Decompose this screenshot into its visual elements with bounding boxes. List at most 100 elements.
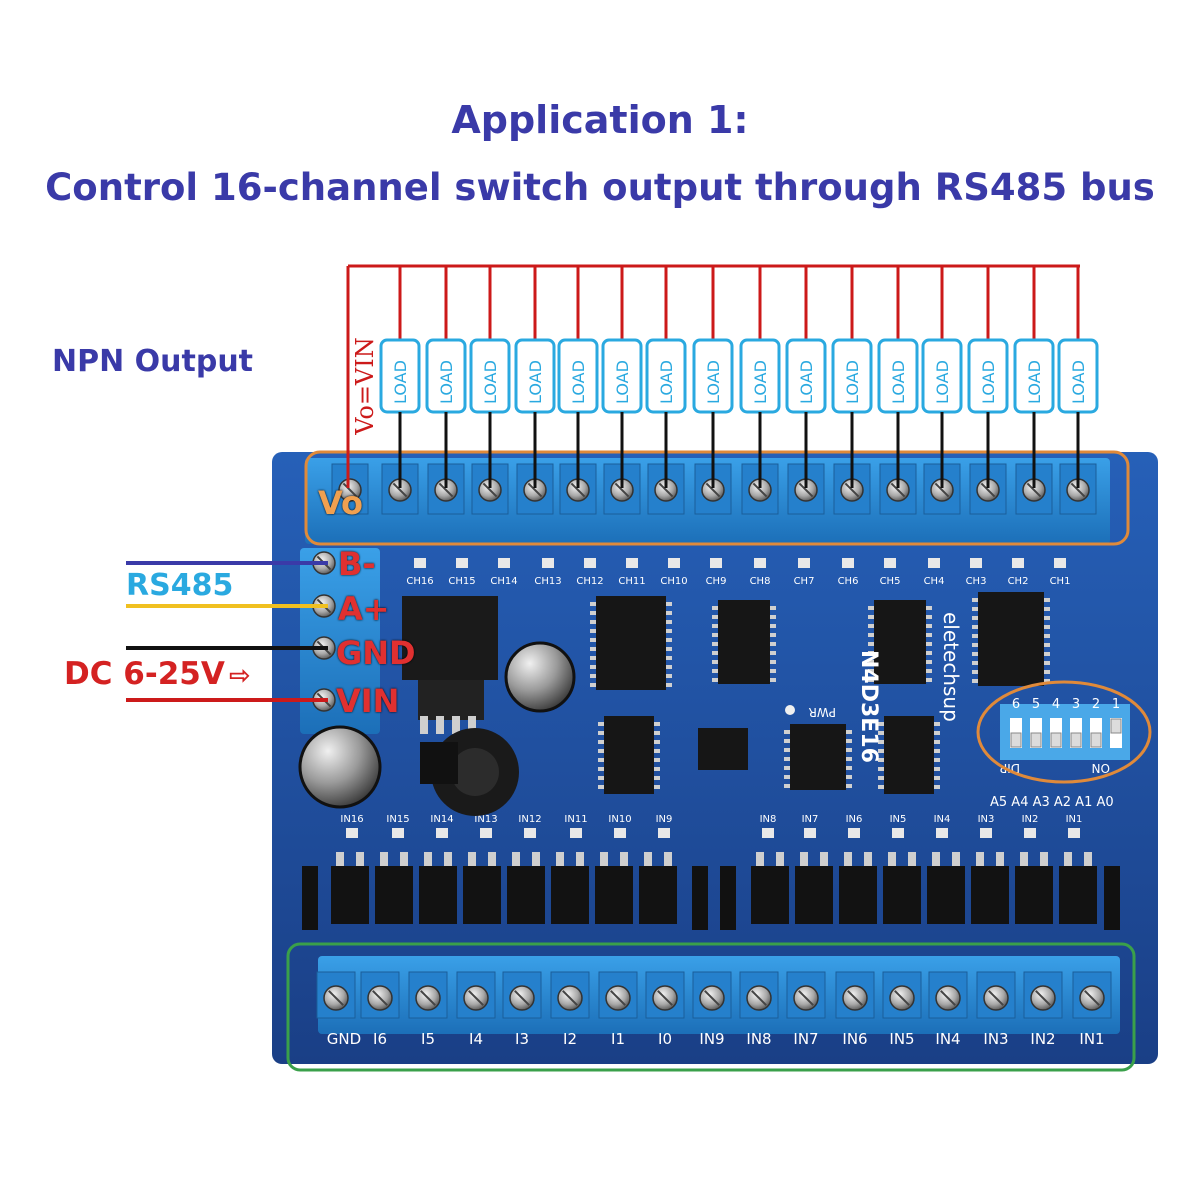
dip-number: 4: [1052, 697, 1060, 712]
channel-led-label: CH2: [1008, 576, 1029, 587]
dip-number: 1: [1112, 697, 1120, 712]
vin-label: VIN: [336, 682, 400, 720]
dip-toggle: [1070, 732, 1082, 748]
dc-label: DC 6-25V⇨: [64, 656, 251, 692]
bottom-terminal-label: IN9: [699, 1030, 724, 1048]
bottom-terminal-label: IN6: [842, 1030, 867, 1048]
input-led-label: IN8: [760, 814, 777, 825]
load-label: LOAD: [569, 360, 588, 404]
channel-led: [798, 558, 810, 568]
capacitor-2: [300, 727, 380, 807]
input-led: [658, 828, 670, 838]
load-label: LOAD: [843, 360, 862, 404]
bottom-terminal-label: I6: [373, 1030, 387, 1048]
channel-led: [414, 558, 426, 568]
optocoupler: [639, 866, 677, 924]
resistor-array: [302, 866, 318, 930]
arrow-icon: ⇨: [228, 661, 251, 691]
dip-number: 5: [1032, 697, 1040, 712]
channel-led-label: CH8: [750, 576, 771, 587]
dip-toggle: [1030, 732, 1042, 748]
input-led: [762, 828, 774, 838]
channel-led-label: CH1: [1050, 576, 1071, 587]
input-led-label: IN7: [802, 814, 819, 825]
input-led: [570, 828, 582, 838]
dip-number: 3: [1072, 697, 1080, 712]
load-label: LOAD: [437, 360, 456, 404]
bottom-terminal-label: I4: [469, 1030, 483, 1048]
channel-led-label: CH6: [838, 576, 859, 587]
resistor-array: [692, 866, 708, 930]
input-led: [480, 828, 492, 838]
brand-text: eletechsup: [939, 612, 963, 722]
capacitor-1: [506, 643, 574, 711]
dip-toggle: [1110, 718, 1122, 734]
channel-led: [626, 558, 638, 568]
optocoupler-row: [302, 852, 1120, 930]
regulator-chip: [402, 596, 498, 680]
input-led-label: IN11: [564, 814, 587, 825]
input-led: [614, 828, 626, 838]
bottom-terminal-label: IN7: [793, 1030, 818, 1048]
channel-led-label: CH16: [406, 576, 433, 587]
address-labels: A5 A4 A3 A2 A1 A0: [990, 795, 1114, 810]
optocoupler: [927, 866, 965, 924]
input-led-label: IN3: [978, 814, 995, 825]
load-label: LOAD: [613, 360, 632, 404]
ic-group: [596, 592, 1044, 794]
channel-led-label: CH3: [966, 576, 987, 587]
optocoupler: [419, 866, 457, 924]
input-led: [848, 828, 860, 838]
bottom-terminal-label: I2: [563, 1030, 577, 1048]
optocoupler: [551, 866, 589, 924]
bottom-terminal-label: IN4: [935, 1030, 960, 1048]
optocoupler: [375, 866, 413, 924]
load-label: LOAD: [979, 360, 998, 404]
channel-led: [584, 558, 596, 568]
optocoupler: [1015, 866, 1053, 924]
input-led: [436, 828, 448, 838]
load-wiring: LOAD LOAD LOAD LOAD LOAD LOAD LOAD LOAD LOAD LOAD…: [346, 264, 1099, 488]
input-led-label: IN5: [890, 814, 907, 825]
input-led-label: IN4: [934, 814, 951, 825]
bottom-terminal-label: IN8: [746, 1030, 771, 1048]
channel-led: [542, 558, 554, 568]
channel-led-label: CH13: [534, 576, 561, 587]
input-led: [392, 828, 404, 838]
channel-led-label: CH11: [618, 576, 645, 587]
left-terminal-block: [300, 548, 380, 734]
input-led-label: IN1: [1066, 814, 1083, 825]
resistor-array: [720, 866, 736, 930]
input-led: [892, 828, 904, 838]
vo-terminal-label: Vo: [318, 484, 363, 522]
input-led: [1068, 828, 1080, 838]
a-plus-label: A+: [338, 590, 390, 628]
input-highlight: [286, 942, 1136, 1072]
dip-on-label: ON: [1092, 761, 1110, 775]
load-label: LOAD: [1025, 360, 1044, 404]
dc-text: DC 6-25V: [64, 656, 225, 692]
input-led-label: IN16: [340, 814, 363, 825]
optocoupler: [595, 866, 633, 924]
channel-led-label: CH5: [880, 576, 901, 587]
load-label: LOAD: [391, 360, 410, 404]
input-led-label: IN14: [430, 814, 453, 825]
dip-toggle: [1010, 732, 1022, 748]
optocoupler: [751, 866, 789, 924]
bottom-terminal-label: I3: [515, 1030, 529, 1048]
channel-led-label: CH10: [660, 576, 687, 587]
input-led-label: IN12: [518, 814, 541, 825]
input-led-label: IN10: [608, 814, 631, 825]
load-label: LOAD: [1069, 360, 1088, 404]
load-label: LOAD: [704, 360, 723, 404]
optocoupler: [463, 866, 501, 924]
title-line-1: Application 1:: [451, 98, 749, 142]
load-label: LOAD: [797, 360, 816, 404]
input-led-label: IN13: [474, 814, 497, 825]
pwr-text: PWR: [809, 705, 836, 719]
optocoupler: [1059, 866, 1097, 924]
channel-led-label: CH15: [448, 576, 475, 587]
channel-led-label: CH7: [794, 576, 815, 587]
